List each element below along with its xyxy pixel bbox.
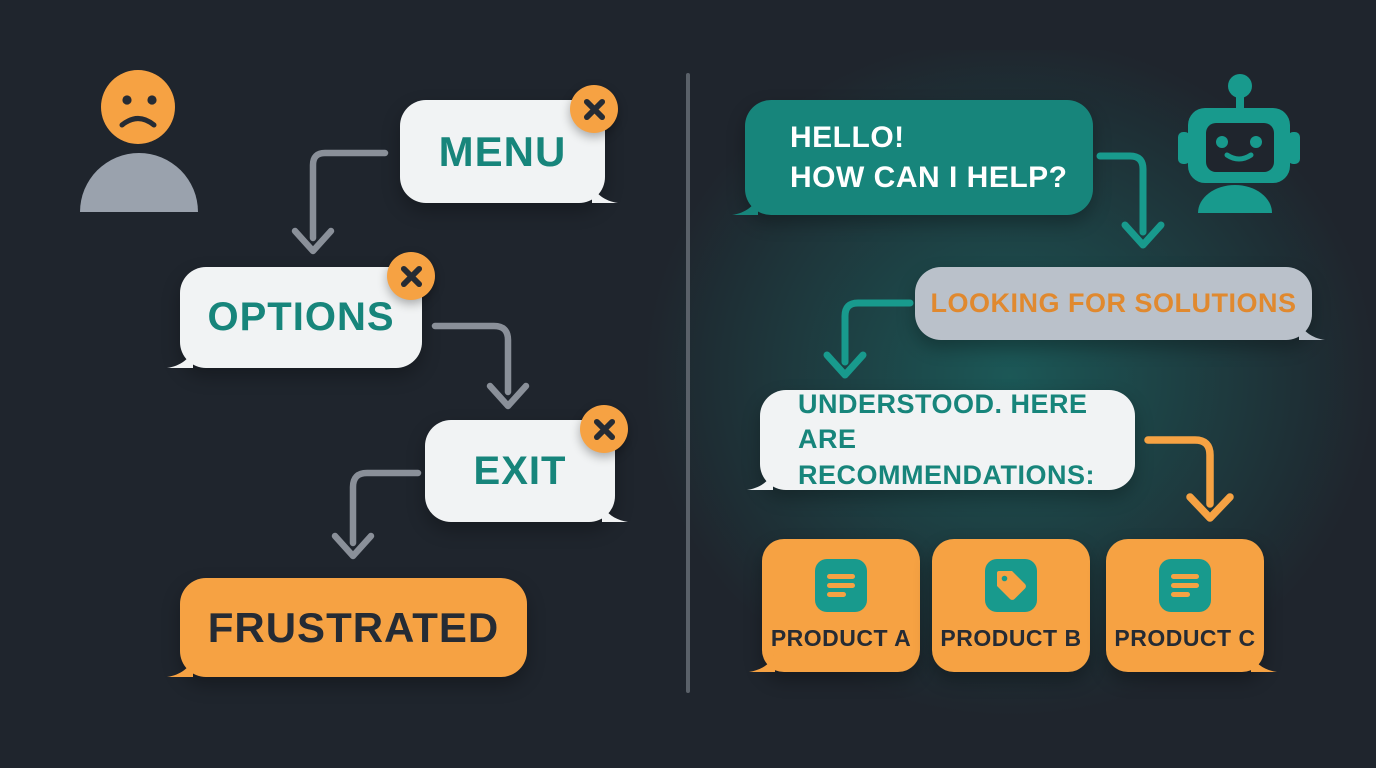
document-lines-icon	[815, 559, 867, 612]
options-bubble: OPTIONS	[167, 252, 435, 368]
product-b-label: PRODUCT B	[940, 625, 1082, 651]
bubble-tail	[1251, 650, 1277, 672]
robot-icon	[1178, 74, 1300, 213]
elbow-arrow-down-icon	[291, 149, 389, 255]
hello-bubble-line1: HELLO!	[790, 120, 905, 154]
menu-bubble-label: MENU	[438, 127, 567, 175]
close-icon	[570, 85, 618, 133]
understood-bubble: UNDERSTOOD. HERE ARE RECOMMENDATIONS:	[747, 388, 1135, 490]
looking-bubble-label: LOOKING FOR SOLUTIONS	[930, 288, 1297, 318]
bubble-tail	[167, 655, 193, 677]
hello-bubble-line2: HOW CAN I HELP?	[790, 160, 1068, 194]
close-icon	[387, 252, 435, 300]
hello-bubble: HELLO! HOW CAN I HELP?	[732, 100, 1093, 215]
elbow-arrow-down-icon	[1144, 436, 1234, 522]
bubble-tail	[732, 193, 758, 215]
product-c-label: PRODUCT C	[1114, 625, 1256, 651]
bubble-tail	[167, 346, 193, 368]
sad-user-icon	[80, 70, 198, 212]
understood-bubble-line2: RECOMMENDATIONS:	[798, 459, 1095, 490]
product-c-card: PRODUCT C	[1106, 539, 1277, 672]
exit-bubble-label: EXIT	[473, 448, 567, 493]
exit-bubble: EXIT	[425, 405, 628, 522]
menu-bubble: MENU	[400, 85, 618, 203]
panel-divider	[686, 73, 690, 693]
close-icon	[580, 405, 628, 453]
bubble-tail	[602, 500, 628, 522]
price-tag-icon	[985, 559, 1037, 612]
product-a-label: PRODUCT A	[770, 625, 912, 651]
frustrated-bubble: FRUSTRATED	[167, 578, 527, 677]
elbow-arrow-down-icon	[431, 322, 530, 410]
bubble-tail	[749, 650, 775, 672]
bubble-tail	[592, 181, 618, 203]
bubble-tail	[1299, 318, 1325, 340]
bubble-tail	[747, 468, 773, 490]
understood-bubble-line1: UNDERSTOOD. HERE ARE	[798, 388, 1088, 455]
product-b-card: PRODUCT B	[932, 539, 1090, 672]
elbow-arrow-down-icon	[1096, 152, 1165, 249]
looking-bubble: LOOKING FOR SOLUTIONS	[915, 267, 1325, 340]
options-bubble-label: OPTIONS	[207, 295, 395, 339]
elbow-arrow-down-icon	[823, 299, 914, 379]
frustrated-bubble-label: FRUSTRATED	[207, 603, 500, 651]
elbow-arrow-down-icon	[331, 469, 422, 560]
document-lines-icon	[1159, 559, 1211, 612]
product-a-card: PRODUCT A	[749, 539, 920, 672]
